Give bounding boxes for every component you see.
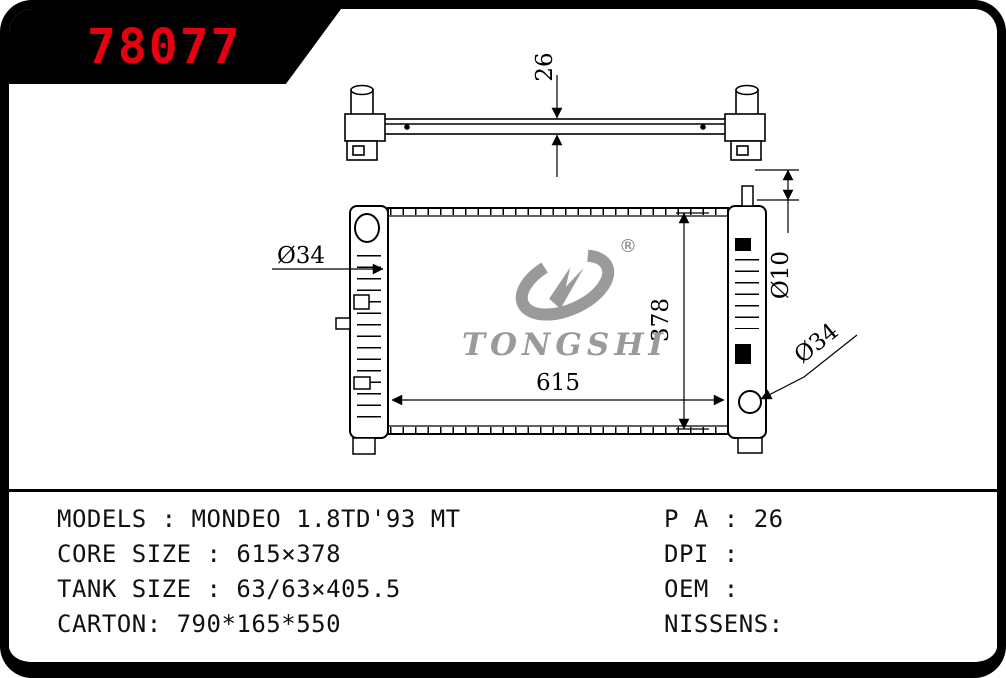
dim-core-height: 378 <box>648 298 674 342</box>
spec-tank-size: TANK SIZE : 63/63×405.5 <box>57 575 401 603</box>
registered-mark: ® <box>619 236 637 257</box>
radiator-drawing: 26 <box>9 9 997 489</box>
spec-dpi: DPI : <box>664 540 739 568</box>
label-dia10-right <box>755 169 799 233</box>
dia34-right-text: Ø34 <box>790 318 844 368</box>
radiator-drawing-svg: 26 <box>272 52 858 455</box>
spec-column-left: MODELS : MONDEO 1.8TD'93 MT CORE SIZE : … <box>57 502 461 642</box>
spec-pa: P A : 26 <box>664 505 784 533</box>
dimension-378 <box>676 212 709 430</box>
part-number: 78077 <box>87 18 242 75</box>
spec-column-right: P A : 26 DPI : OEM : NISSENS: <box>664 502 784 642</box>
dia34-left-text: Ø34 <box>277 243 325 269</box>
dia10-right-text: Ø10 <box>768 251 794 299</box>
brand-text: TONGSHI <box>462 327 668 363</box>
spec-carton: CARTON: 790*165*550 <box>57 610 342 638</box>
top-view <box>344 84 766 161</box>
spec-models: MODELS : MONDEO 1.8TD'93 MT <box>57 505 461 533</box>
dim-top-bar-height: 26 <box>532 52 558 81</box>
spec-section: MODELS : MONDEO 1.8TD'93 MT CORE SIZE : … <box>9 489 997 662</box>
logo-swoosh <box>515 249 615 321</box>
part-number-banner: 78077 <box>9 9 341 84</box>
label-dia34-right <box>760 334 858 400</box>
spec-nissens: NISSENS: <box>664 610 784 638</box>
tongshi-logo: ® TONGSHI <box>462 236 668 363</box>
spec-core-size: CORE SIZE : 615×378 <box>57 540 342 568</box>
dim-core-width: 615 <box>536 370 580 396</box>
spec-oem: OEM : <box>664 575 739 603</box>
